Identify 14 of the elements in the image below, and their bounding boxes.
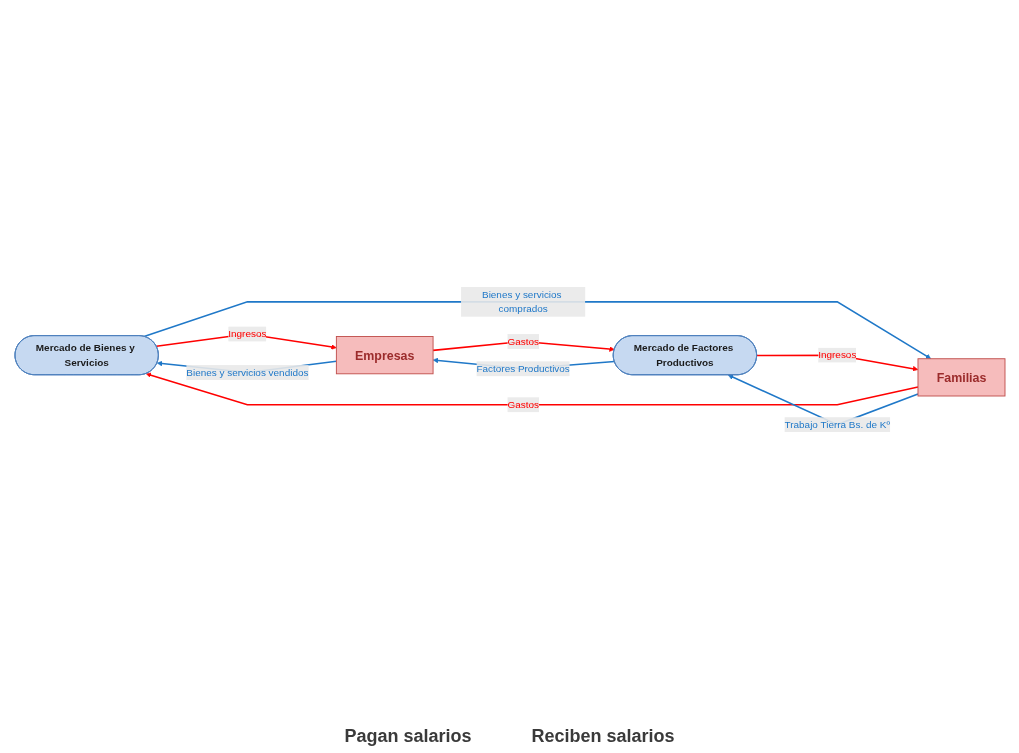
note-text: Reciben salarios: [531, 726, 675, 747]
edge-label: Bienes y servicios comprados: [481, 289, 562, 315]
arrow: [145, 373, 919, 406]
edge-label: Gastos: [506, 399, 539, 411]
edge-label: Bienes y servicios vendidos: [185, 367, 308, 379]
edge-label: Gastos: [506, 336, 539, 347]
arrow: [142, 301, 931, 360]
edge-label: Trabajo Tierra Bs. de Kº: [784, 419, 890, 431]
edge-label: Factores Productivos: [475, 363, 570, 375]
edge-label: Ingresos: [817, 350, 856, 361]
note-text: Pagan salarios: [344, 726, 472, 747]
edge-label: Ingresos: [227, 328, 266, 340]
node-box: Familias: [917, 358, 1005, 397]
node-box: Empresas: [335, 336, 434, 375]
